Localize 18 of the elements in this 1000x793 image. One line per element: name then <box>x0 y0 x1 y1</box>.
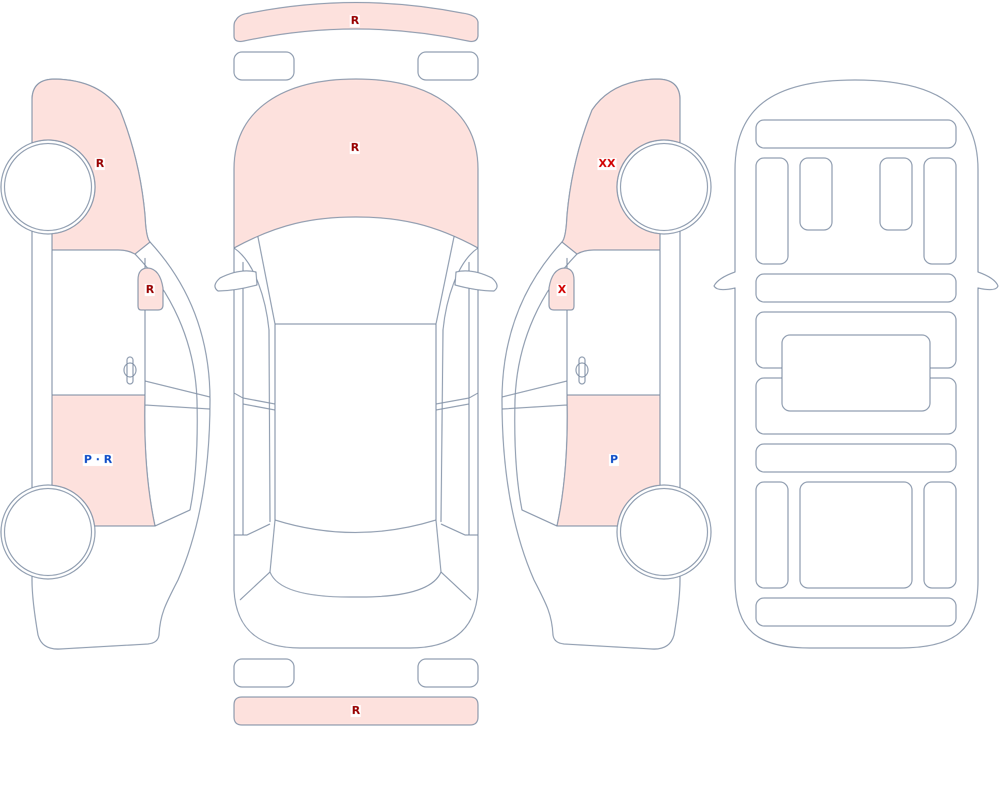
rear-bumper-panel <box>234 697 478 725</box>
rear-door-panel <box>52 395 155 526</box>
damage-code: R <box>350 705 362 717</box>
damage-code: P · R <box>82 454 114 466</box>
damage-code: P <box>608 454 620 466</box>
side-mirror-panel <box>549 268 574 310</box>
damage-code: R <box>94 158 106 170</box>
front-fender-panel <box>32 79 150 254</box>
damage-code: R <box>350 15 360 27</box>
damage-code: R <box>350 142 360 154</box>
front-fender-panel <box>562 79 680 254</box>
damage-code: X <box>556 284 568 296</box>
damage-code: R <box>144 284 156 296</box>
side-mirror-panel <box>138 268 163 310</box>
rear-door-panel <box>557 395 660 526</box>
damage-code: XX <box>598 158 616 170</box>
hood-panel <box>234 79 478 249</box>
front-bumper-panel <box>234 0 478 44</box>
